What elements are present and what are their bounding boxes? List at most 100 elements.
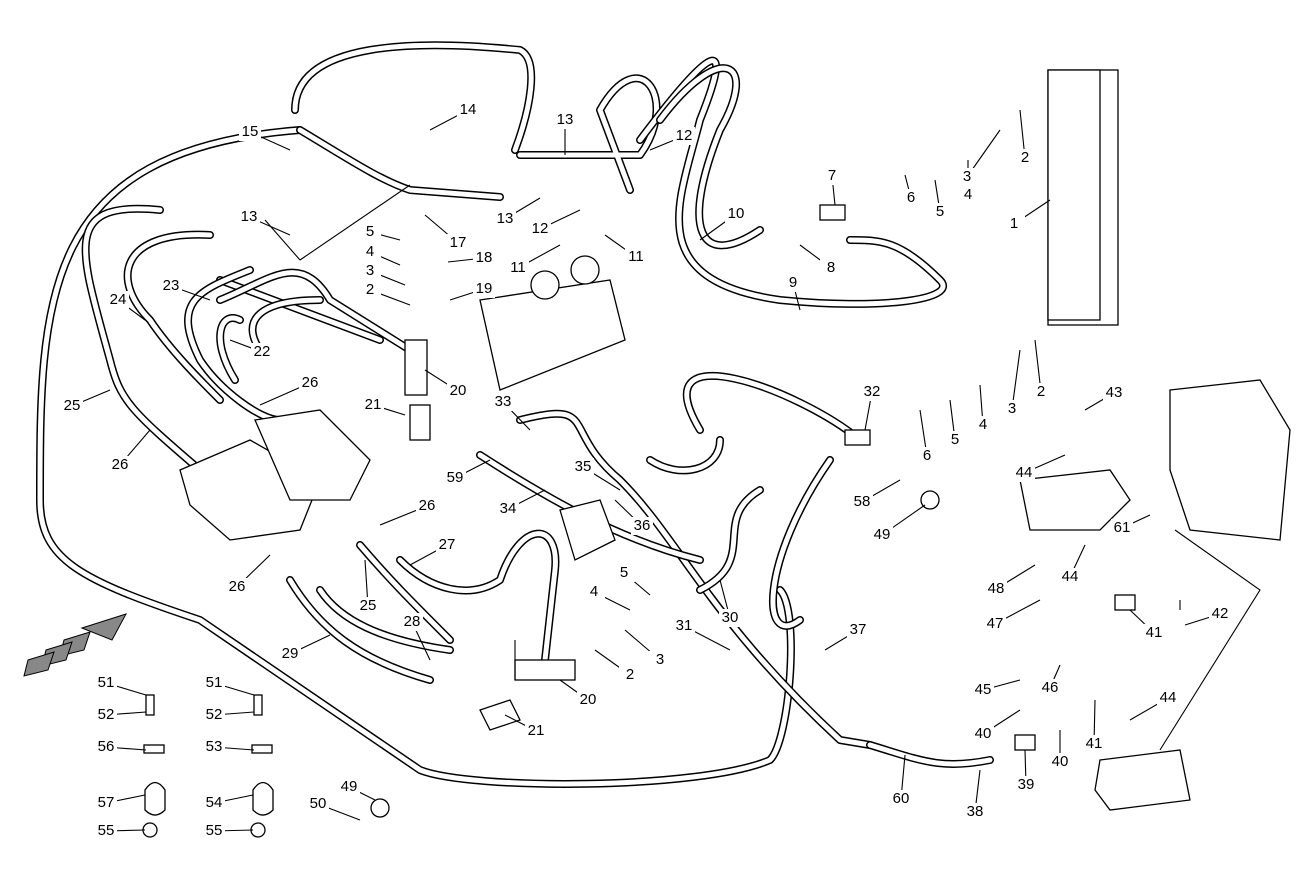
hose — [184, 266, 284, 424]
coupling — [409, 404, 431, 441]
clamp — [252, 781, 274, 816]
hose — [296, 126, 504, 201]
callout-45: 45 — [975, 681, 992, 698]
callout-2: 2 — [1037, 383, 1045, 400]
callout-52: 52 — [206, 706, 223, 723]
label-bg — [357, 597, 379, 615]
coupling — [479, 699, 521, 731]
bolt — [253, 694, 263, 716]
callout-19: 19 — [476, 280, 493, 297]
callout-41: 41 — [1146, 624, 1163, 641]
hose — [396, 529, 560, 664]
callout-49: 49 — [341, 778, 358, 795]
callout-4: 4 — [590, 583, 598, 600]
label-bg — [1209, 605, 1231, 623]
tank-cap — [570, 255, 600, 285]
label-bg — [613, 564, 635, 582]
callout-57: 57 — [98, 794, 115, 811]
callout-52: 52 — [98, 706, 115, 723]
components — [142, 69, 1291, 838]
callout-21: 21 — [528, 722, 545, 739]
label-bg — [338, 778, 360, 796]
callout-22: 22 — [254, 343, 271, 360]
label-bg — [577, 691, 599, 709]
callout-43: 43 — [1106, 384, 1123, 401]
callout-55: 55 — [206, 822, 223, 839]
callout-51: 51 — [206, 674, 223, 691]
callout-46: 46 — [1042, 679, 1059, 696]
callout-37: 37 — [850, 621, 867, 638]
callout-26: 26 — [419, 497, 436, 514]
label-bg — [1059, 568, 1081, 586]
label-bg — [529, 220, 551, 238]
label-bg — [631, 517, 653, 535]
callout-1: 1 — [1010, 215, 1018, 232]
label-bg — [95, 738, 117, 756]
callout-23: 23 — [163, 277, 180, 294]
hose — [216, 314, 244, 384]
hose — [81, 204, 204, 474]
callout-12: 12 — [532, 220, 549, 237]
label-bg — [1015, 776, 1037, 794]
label-bg — [238, 208, 260, 226]
label-bg — [972, 725, 994, 743]
label-bg — [719, 609, 741, 627]
callout-49: 49 — [874, 526, 891, 543]
callout-17: 17 — [450, 234, 467, 251]
label-bg — [673, 127, 695, 145]
callout-26: 26 — [229, 578, 246, 595]
callout-5: 5 — [936, 203, 944, 220]
callout-20: 20 — [580, 691, 597, 708]
leader-line — [1011, 349, 1021, 410]
pump — [1094, 749, 1191, 811]
label-bg — [1001, 400, 1023, 418]
label-bg — [359, 262, 381, 280]
hose — [516, 409, 874, 749]
label-bg — [95, 794, 117, 812]
callout-39: 39 — [1018, 776, 1035, 793]
label-bg — [851, 493, 873, 511]
callout-35: 35 — [575, 458, 592, 475]
callout-32: 32 — [864, 383, 881, 400]
label-bg — [359, 281, 381, 299]
label-bg — [985, 580, 1007, 598]
label-bg — [820, 259, 842, 277]
hose — [291, 41, 536, 154]
label-bg — [203, 706, 225, 724]
callout-5: 5 — [951, 431, 959, 448]
label-bg — [239, 123, 261, 141]
label-bg — [203, 738, 225, 756]
label-bg — [307, 795, 329, 813]
outline-line — [1159, 529, 1261, 751]
hose — [286, 576, 434, 684]
hose — [248, 296, 324, 354]
plate — [251, 744, 273, 754]
hose — [636, 56, 947, 308]
callout-24: 24 — [110, 291, 127, 308]
label-bg — [95, 706, 117, 724]
cooler-side — [1047, 69, 1101, 321]
label-bg — [1003, 215, 1025, 233]
callout-51: 51 — [98, 674, 115, 691]
callout-55: 55 — [98, 822, 115, 839]
callout-44: 44 — [1062, 568, 1079, 585]
label-bg — [525, 722, 547, 740]
callout-3: 3 — [656, 651, 664, 668]
callout-13: 13 — [497, 210, 514, 227]
callout-28: 28 — [404, 613, 421, 630]
hose — [36, 126, 795, 788]
callout-56: 56 — [98, 738, 115, 755]
label-bg — [473, 280, 495, 298]
label-bg — [1103, 384, 1125, 402]
label-bg — [1157, 689, 1179, 707]
label-bg — [95, 674, 117, 692]
callout-4: 4 — [979, 416, 987, 433]
label-bg — [160, 277, 182, 295]
label-bg — [554, 111, 576, 129]
label-bg — [984, 615, 1006, 633]
hose — [769, 456, 834, 630]
hose — [216, 268, 414, 354]
callout-2: 2 — [1021, 149, 1029, 166]
callout-4: 4 — [366, 243, 374, 260]
label-bg — [1039, 679, 1061, 697]
